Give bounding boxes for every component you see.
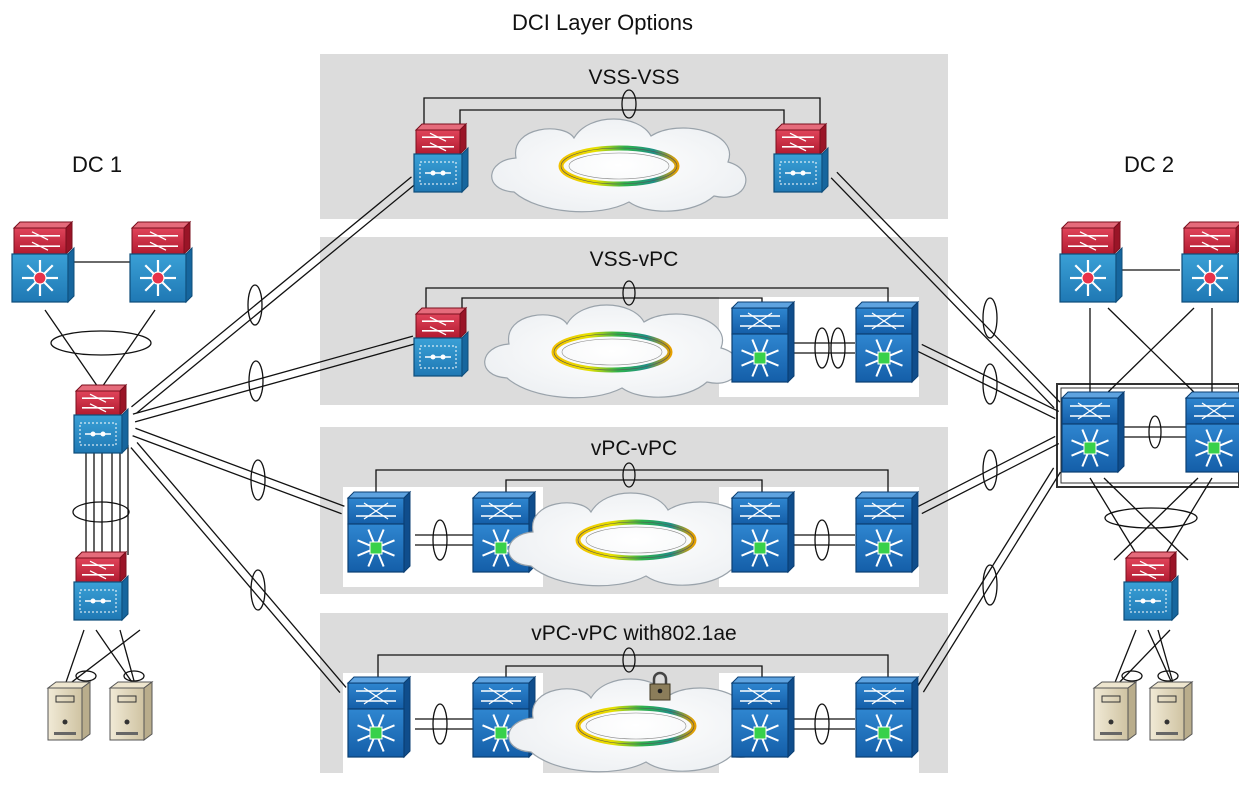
vpc-vpc-to-dc2 xyxy=(917,435,1060,515)
node-layer xyxy=(11,118,1239,773)
dc2-tor-port-channel xyxy=(1104,507,1198,529)
vpc-802-nexus-3 xyxy=(730,675,796,759)
port-channel-marker xyxy=(982,564,998,606)
vpc-802-nexus-1 xyxy=(346,675,412,759)
dc1-server-left xyxy=(46,681,92,741)
port-channel-marker xyxy=(432,519,448,561)
dc2-tor-vss xyxy=(1123,550,1179,622)
panel-title-vpc-vpc: vPC-vPC xyxy=(590,437,678,460)
port-channel-marker xyxy=(814,519,830,561)
dc2-peer-link xyxy=(1120,426,1188,438)
vss-vpc-nexus-left xyxy=(730,300,796,384)
dc2-core-switch-left xyxy=(1059,220,1123,304)
dc2-vpc-domain-box-inner xyxy=(1060,387,1239,484)
dc1-to-vss-vpc xyxy=(132,335,416,423)
vpc-802-to-dc2 xyxy=(916,467,1061,693)
port-channel-marker xyxy=(622,280,636,306)
vpc-vpc-peer-link-right xyxy=(790,534,855,546)
panel-title-vpc-vpc-802-1ae: vPC-vPC with802.1ae xyxy=(531,622,737,645)
vpc-vpc-nexus-1 xyxy=(346,490,412,574)
vpc-802-peer-link-right xyxy=(790,718,855,730)
dc1-core-switch-right xyxy=(129,220,193,304)
link-layer xyxy=(44,89,1213,745)
port-channel-marker xyxy=(830,327,846,369)
dc2-aggregation-nexus-right xyxy=(1184,391,1239,473)
vss-vss-right-vss xyxy=(773,122,829,194)
vss-vss-left-vss xyxy=(413,122,469,194)
vss-vpc-cloud-icon xyxy=(484,304,740,399)
dc1-server-port-channel xyxy=(75,670,97,682)
dc2-core-switch-right xyxy=(1181,221,1239,304)
vss-vpc-to-dc2 xyxy=(917,343,1060,420)
dc1-tor-port-channel xyxy=(72,501,130,523)
port-channel-marker xyxy=(1121,670,1143,682)
port-channel-marker xyxy=(814,327,830,369)
vss-vpc-top-link-inner xyxy=(461,297,763,312)
vss-vpc-left-vss xyxy=(413,306,469,378)
panel-title-vss-vpc: VSS-vPC xyxy=(589,248,679,271)
vpc-vpc-nexus-3 xyxy=(730,490,796,574)
vpc-802-cloud-icon xyxy=(508,678,764,773)
port-channel-marker xyxy=(982,449,998,491)
vss-vss-cloud-icon xyxy=(491,118,747,213)
port-channel-marker xyxy=(250,459,266,501)
dc1-core-port-channel xyxy=(50,330,152,356)
dc2-agg-to-tor xyxy=(1089,477,1213,561)
port-channel-marker xyxy=(250,569,266,611)
port-channel-marker xyxy=(432,703,448,745)
loop-ring-icon xyxy=(575,519,697,561)
port-channel-marker xyxy=(982,297,998,339)
vss-vpc-nexus-right xyxy=(854,300,920,384)
dc1-to-vpc-vpc xyxy=(132,427,345,515)
dc2-label: DC 2 xyxy=(1124,152,1175,177)
dc2-server-right xyxy=(1148,681,1194,741)
port-channel-marker xyxy=(247,284,263,326)
dc1-tor-vss xyxy=(73,550,129,622)
vpc-vpc-top-link xyxy=(375,469,889,492)
loop-ring-icon xyxy=(558,145,680,187)
vpc-802-top-link xyxy=(377,654,889,680)
dc1-to-vpc-802 xyxy=(130,441,347,694)
port-channel-marker xyxy=(622,647,636,673)
port-channel-marker xyxy=(248,360,264,402)
vpc-802-peer-link-left xyxy=(415,718,475,730)
port-channel-marker xyxy=(814,703,830,745)
port-channel-marker xyxy=(1148,415,1162,449)
dc1-to-vss-vss xyxy=(131,176,417,414)
dc1-aggregation-vss xyxy=(73,383,129,455)
vss-vss-to-dc2 xyxy=(830,171,1061,409)
dc1-label: DC 1 xyxy=(72,152,123,177)
dc2-server-left xyxy=(1092,681,1138,741)
panel-title-vss-vss: VSS-VSS xyxy=(588,66,680,89)
vss-vpc-top-link xyxy=(425,287,889,312)
vpc-vpc-cloud-icon xyxy=(508,492,764,587)
vpc-802-nexus-4 xyxy=(854,675,920,759)
vpc-vpc-nexus-4 xyxy=(854,490,920,574)
loop-ring-icon xyxy=(575,705,697,747)
lock-icon xyxy=(649,671,671,701)
dc1-server-right xyxy=(108,681,154,741)
diagram-title: DCI Layer Options xyxy=(512,10,693,35)
port-channel-marker xyxy=(622,462,636,488)
port-channel-marker xyxy=(982,363,998,405)
dc1-server-port-channel xyxy=(123,670,145,682)
dc2-core-to-agg xyxy=(1089,307,1213,399)
port-channel-marker xyxy=(621,89,637,119)
loop-ring-icon xyxy=(551,331,673,373)
port-channel-marker xyxy=(1157,670,1179,682)
dc1-core-switch-left xyxy=(11,220,75,304)
vpc-vpc-peer-link-left xyxy=(415,534,475,546)
dc2-aggregation-nexus-left xyxy=(1060,390,1126,474)
